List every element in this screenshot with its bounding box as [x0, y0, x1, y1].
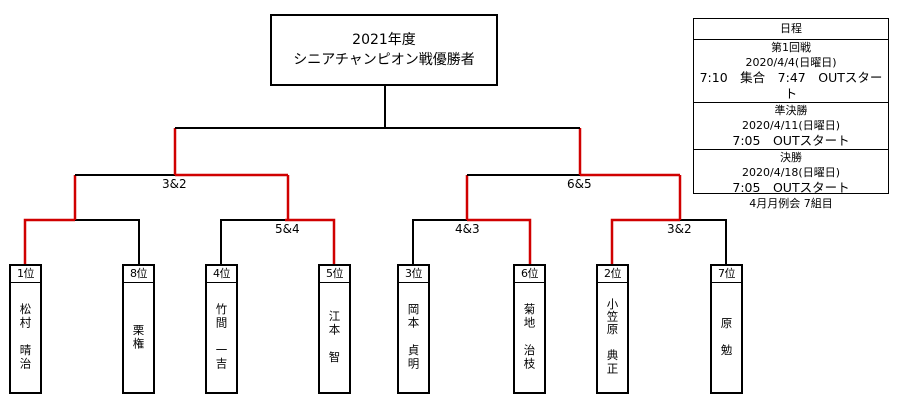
semi-date: 2020/4/11(日曜日)	[742, 119, 840, 132]
bracket-line	[75, 219, 140, 264]
name-bottom: 典正	[605, 349, 620, 377]
round1-title: 第1回戦	[771, 41, 811, 54]
schedule-semi: 準決勝 2020/4/11(日曜日) 7:05 OUTスタート	[694, 102, 888, 149]
player-rank: 2位	[598, 266, 627, 283]
score-r1-match4: 3&2	[667, 222, 692, 236]
schedule-box: 日程 第1回戦 2020/4/4(日曜日) 7:10 集合 7:47 OUTスタ…	[693, 18, 889, 210]
name-top: 岡本	[406, 303, 421, 330]
name-top: 小笠原	[605, 297, 620, 336]
player-name: 江本 智	[320, 283, 349, 391]
player-card: 7位 原 勉	[710, 264, 743, 394]
score-sf-left: 3&2	[162, 177, 187, 191]
name-top: 江本	[327, 309, 342, 337]
bracket-line	[412, 219, 467, 264]
player-name: 原 勉	[712, 283, 741, 391]
player-card: 3位 岡本 貞明	[397, 264, 430, 394]
title-year: 2021年度	[352, 32, 416, 48]
player-name: 岡本 貞明	[399, 283, 428, 391]
player-card: 1位 松村 晴治	[9, 264, 42, 394]
name-bottom: 一吉	[214, 344, 229, 371]
title-event: シニアチャンピオン戦優勝者	[293, 52, 475, 68]
player-rank: 4位	[207, 266, 236, 283]
name-bottom: 貞明	[406, 344, 421, 371]
player-card: 5位 江本 智	[318, 264, 351, 394]
player-card: 4位 竹間 一吉	[205, 264, 238, 394]
name-top: 菊地	[522, 303, 537, 330]
player-card: 6位 菊地 治枝	[513, 264, 546, 394]
semi-title: 準決勝	[774, 104, 808, 117]
player-name: 竹間 一吉	[207, 283, 236, 391]
bracket-line	[220, 219, 285, 264]
final-time: 7:05 OUTスタート	[732, 180, 850, 195]
schedule-final: 決勝 2020/4/18(日曜日) 7:05 OUTスタート 4月月例会 7組目	[694, 149, 888, 211]
player-rank: 5位	[320, 266, 349, 283]
schedule-round1: 第1回戦 2020/4/4(日曜日) 7:10 集合 7:47 OUTスタート	[694, 39, 888, 102]
name-bottom: 晴治	[18, 344, 33, 371]
round1-time: 7:10 集合 7:47 OUTスタート	[699, 70, 883, 101]
bracket-line	[680, 219, 727, 264]
player-rank: 8位	[124, 266, 153, 283]
player-name: 小笠原 典正	[598, 283, 627, 391]
final-note: 4月月例会 7組目	[749, 197, 833, 210]
name-top: 松村	[18, 303, 33, 330]
player-rank: 3位	[399, 266, 428, 283]
name-bottom: 智	[327, 350, 342, 365]
player-card: 2位 小笠原 典正	[596, 264, 629, 394]
name-top: 竹間	[214, 303, 229, 330]
name-bottom: 勉	[719, 344, 734, 358]
name-top: 原	[719, 316, 734, 331]
bracket-line	[285, 218, 336, 264]
name-top: 栗権	[131, 323, 146, 351]
player-card: 8位 栗権	[122, 264, 155, 394]
bracket-line	[610, 218, 680, 264]
final-title: 決勝	[780, 151, 802, 164]
final-date: 2020/4/18(日曜日)	[742, 166, 840, 179]
player-rank: 6位	[515, 266, 544, 283]
semi-time: 7:05 OUTスタート	[732, 133, 850, 148]
player-rank: 7位	[712, 266, 741, 283]
score-r1-match3: 4&3	[455, 222, 480, 236]
round1-date: 2020/4/4(日曜日)	[745, 56, 837, 69]
player-name: 菊地 治枝	[515, 283, 544, 391]
score-r1-match2: 5&4	[275, 222, 300, 236]
champion-title-box: 2021年度 シニアチャンピオン戦優勝者	[270, 14, 498, 86]
bracket-line	[23, 218, 75, 264]
score-sf-right: 6&5	[567, 177, 592, 191]
player-name: 松村 晴治	[11, 283, 40, 391]
bracket-line	[467, 218, 532, 264]
player-name: 栗権	[124, 283, 153, 391]
schedule-header: 日程	[780, 22, 802, 35]
player-rank: 1位	[11, 266, 40, 283]
name-bottom: 治枝	[522, 344, 537, 371]
